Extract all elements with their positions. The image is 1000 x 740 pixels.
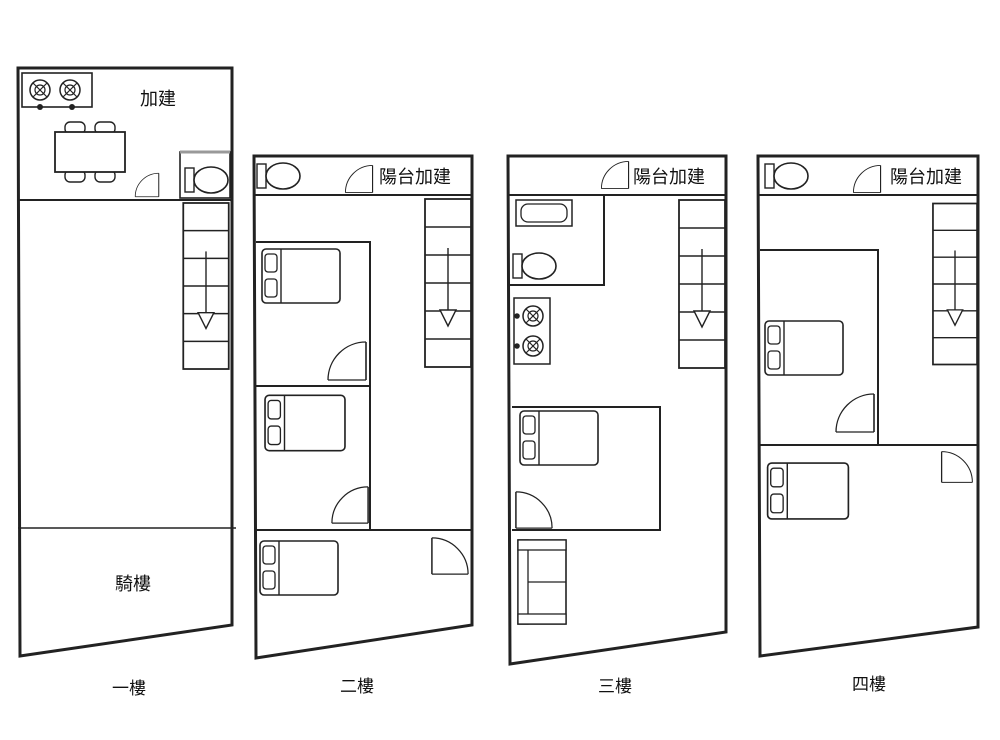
floor-3-bathtub bbox=[515, 199, 573, 227]
floor-2-toilet bbox=[256, 162, 301, 190]
floor-4-plan bbox=[756, 154, 980, 658]
floor-1-kitchen-annex bbox=[21, 72, 231, 199]
floor-1-plan bbox=[16, 66, 236, 658]
floor-3-label: 三樓 bbox=[598, 677, 632, 697]
floor-2-bed-3 bbox=[259, 540, 339, 596]
floor-2-balcony-label: 陽台加建 bbox=[379, 167, 451, 188]
floor-4-stairs bbox=[932, 202, 978, 366]
floor-2-plan bbox=[252, 154, 474, 660]
floor-3-sofa bbox=[517, 539, 567, 625]
floor-3-stairs bbox=[678, 199, 726, 369]
floor-2-bed-2 bbox=[264, 394, 346, 452]
floor-3-plan bbox=[506, 154, 728, 666]
floor-3-bed bbox=[519, 410, 599, 466]
floor-2-label: 二樓 bbox=[340, 677, 374, 697]
floor-4-bed-2 bbox=[766, 462, 850, 520]
floor-3-stove bbox=[513, 297, 551, 365]
floor-1-annex-label: 加建 bbox=[140, 89, 176, 110]
floor-3-balcony-label: 陽台加建 bbox=[633, 167, 705, 188]
floor-1-arcade-label: 騎樓 bbox=[115, 574, 151, 595]
floor-4-balcony-label: 陽台加建 bbox=[890, 167, 962, 188]
floor-1-stairs bbox=[182, 202, 230, 370]
floor-4-bed-1 bbox=[764, 320, 844, 376]
floor-4-toilet bbox=[764, 162, 809, 190]
floor-1-label: 一樓 bbox=[112, 679, 146, 699]
floor-4-label: 四樓 bbox=[852, 675, 886, 695]
floor-2-bed-1 bbox=[261, 248, 341, 304]
floor-3-toilet bbox=[512, 252, 557, 280]
floor-2-stairs bbox=[424, 198, 472, 368]
